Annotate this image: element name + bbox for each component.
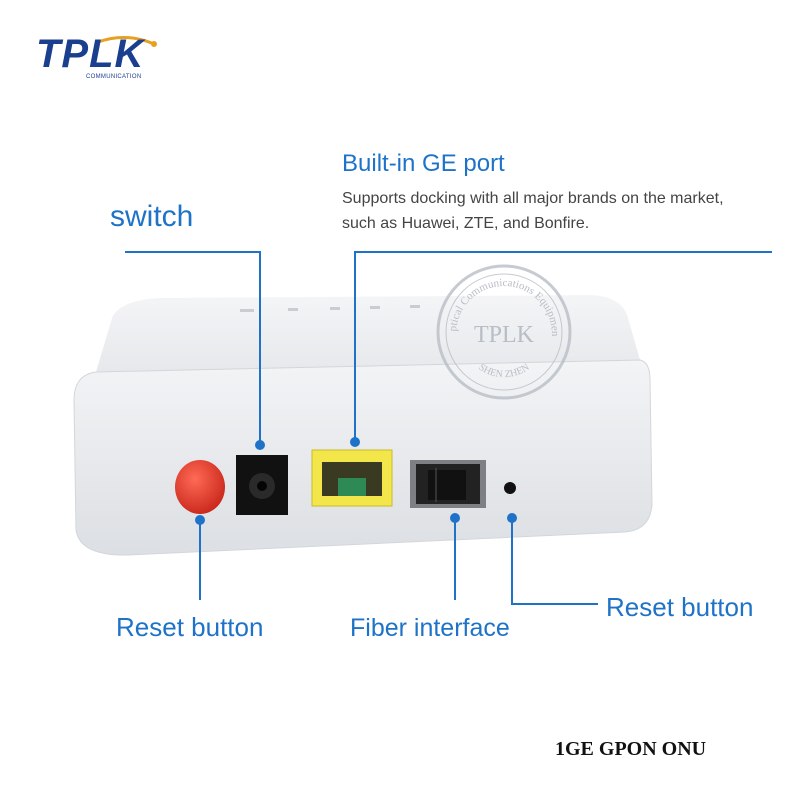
fiber-interface-label: Fiber interface (350, 614, 510, 642)
ge-port-description: Supports docking with all major brands o… (342, 186, 782, 236)
callout-dots (195, 437, 517, 525)
ge-port-title: Built-in GE port (342, 150, 505, 177)
product-caption: 1GE GPON ONU (555, 738, 707, 760)
status-led (504, 482, 516, 494)
reset-button-red-cap (175, 460, 225, 514)
reset-button-label-left: Reset button (116, 612, 264, 642)
svg-text:SHEN ZHEN: SHEN ZHEN (477, 362, 532, 380)
logo-swoosh-icon (97, 36, 157, 47)
watermark-stamp: Optical Communications Equipment TPLK SH… (434, 262, 574, 402)
device-top-surface (96, 295, 640, 372)
ge-desc-line-2: such as Huawei, ZTE, and Bonfire. (342, 215, 590, 232)
led-indicator-marks (240, 305, 420, 312)
callout-lines (125, 251, 772, 605)
ge-desc-line-1: Supports docking with all major brands o… (342, 190, 724, 207)
logo-subtitle: COMMUNICATION (86, 74, 142, 80)
switch-label: switch (110, 200, 194, 233)
logo-text: TPLK (36, 32, 145, 76)
watermark-center-text: TPLK (474, 322, 535, 348)
watermark-bottom-text: SHEN ZHEN (477, 362, 532, 380)
reset-button-label-right: Reset button (606, 592, 754, 622)
brand-logo (36, 34, 166, 84)
